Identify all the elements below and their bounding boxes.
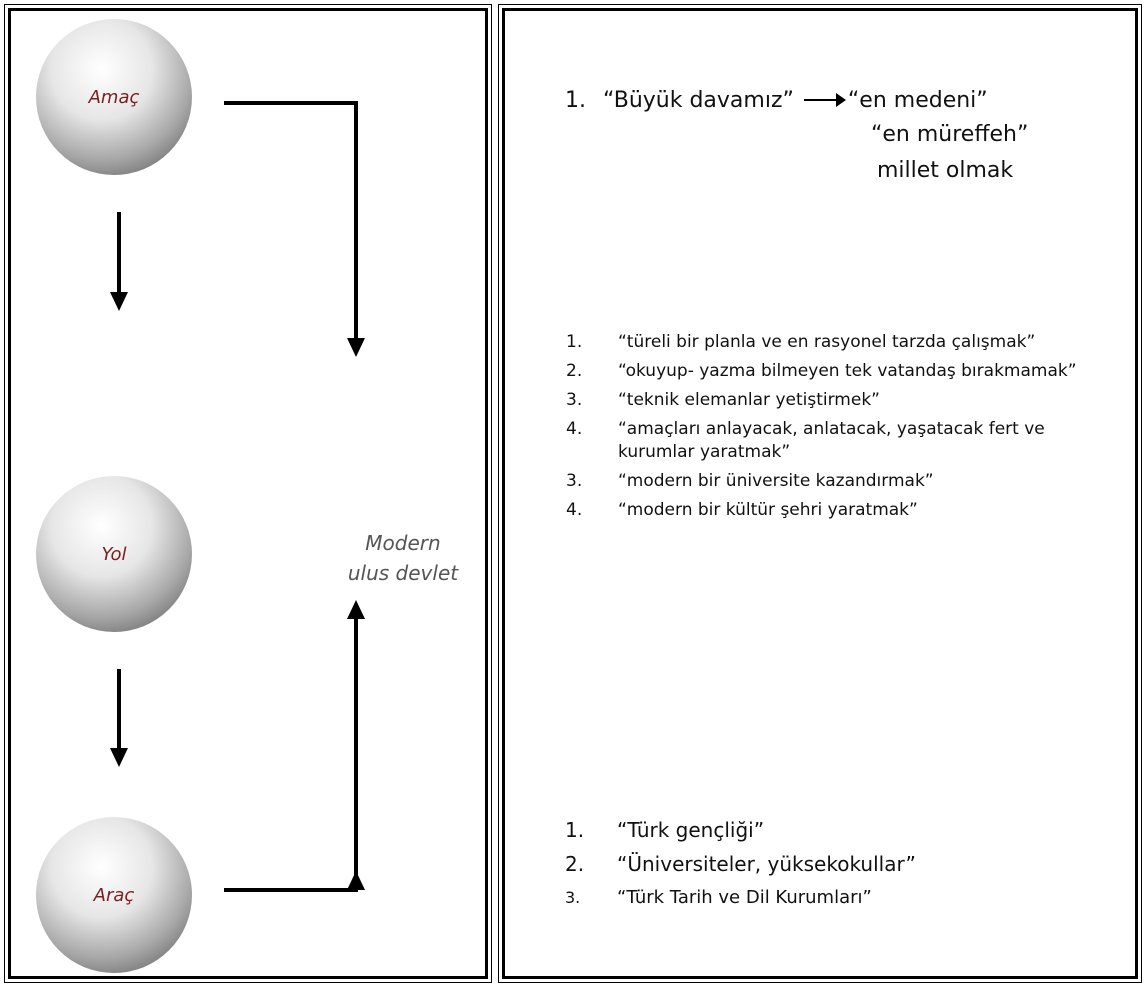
goal-lead: “Büyük davamız” [603,87,794,113]
arrow-amac-to-yol [110,212,128,311]
list-item-text: “amaçları anlayacak, anlatacak, yaşataca… [618,419,1045,462]
node-arac: Araç [36,817,192,973]
node-yol-label: Yol [101,544,126,565]
right-arrow-icon [803,93,846,107]
list-item-number: 2. [565,852,585,876]
list-item-text: “Üniversiteler, yüksekokullar” [617,852,916,876]
list-item: 4. “amaçları anlayacak, anlatacak, yaşat… [566,418,1126,464]
node-arac-label: Araç [93,885,135,906]
arrow-arac-to-center [224,600,365,892]
list-item-number: 3. [566,471,583,491]
list-item: 3. “modern bir üniversite kazandırmak” [566,470,1126,493]
list-item-text: “Türk gençliği” [617,818,765,842]
list-item: 1. “Türk gençliği” [565,813,916,847]
sphere-amac-icon [36,19,192,175]
node-amac-label: Amaç [88,87,140,108]
goal-value-3: millet olmak [877,158,1014,183]
list-item-number: 2. [566,361,583,381]
list-item-text: “okuyup- yazma bilmeyen tek vatandaş bır… [618,361,1077,381]
sphere-yol-icon [36,476,192,632]
list-item-text: “Türk Tarih ve Dil Kurumları” [617,887,872,908]
goal-value-2: “en müreffeh” [871,122,1029,147]
node-yol: Yol [36,476,192,632]
goal-row: 1. “Büyük davamız” “en medeni” [565,83,1028,117]
list-item: 4. “modern bir kültür şehri yaratmak” [566,499,1126,522]
list-item-number: 3. [566,390,583,410]
list-item: 3. “Türk Tarih ve Dil Kurumları” [565,881,916,915]
goal-number: 1. [565,87,586,113]
sphere-arac-icon [36,817,192,973]
list-item-text: “modern bir kültür şehri yaratmak” [618,500,918,520]
center-label-line2: ulus devlet [347,561,459,585]
list-item-text: “türeli bir planla ve en rasyonel tarzda… [618,332,1036,352]
list-item-number: 1. [565,818,585,842]
section-goal: 1. “Büyük davamız” “en medeni” “en müref… [565,83,1028,189]
center-label-line1: Modern [365,531,441,555]
node-amac: Amaç [36,19,192,175]
section-path: 1. “türeli bir planla ve en rasyonel tar… [566,331,1126,528]
section-tools: 1. “Türk gençliği” 2. “Üniversiteler, yü… [565,813,916,915]
list-item: 1. “türeli bir planla ve en rasyonel tar… [566,331,1126,354]
text-panel [498,4,1142,983]
arrow-yol-to-arac [110,669,128,767]
list-item: 2. “Üniversiteler, yüksekokullar” [565,847,916,881]
list-item: 3. “teknik elemanlar yetiştirmek” [566,389,1126,412]
arrow-amac-to-center [224,101,365,357]
list-item-text: “modern bir üniversite kazandırmak” [618,471,934,491]
list-item: 2. “okuyup- yazma bilmeyen tek vatandaş … [566,360,1126,383]
list-item-number: 1. [566,332,583,352]
list-item-number: 3. [565,888,581,907]
list-item-text: “teknik elemanlar yetiştirmek” [618,390,880,410]
list-item-number: 4. [566,500,583,520]
goal-value-1: “en medeni” [847,87,988,113]
list-item-number: 4. [566,419,583,439]
